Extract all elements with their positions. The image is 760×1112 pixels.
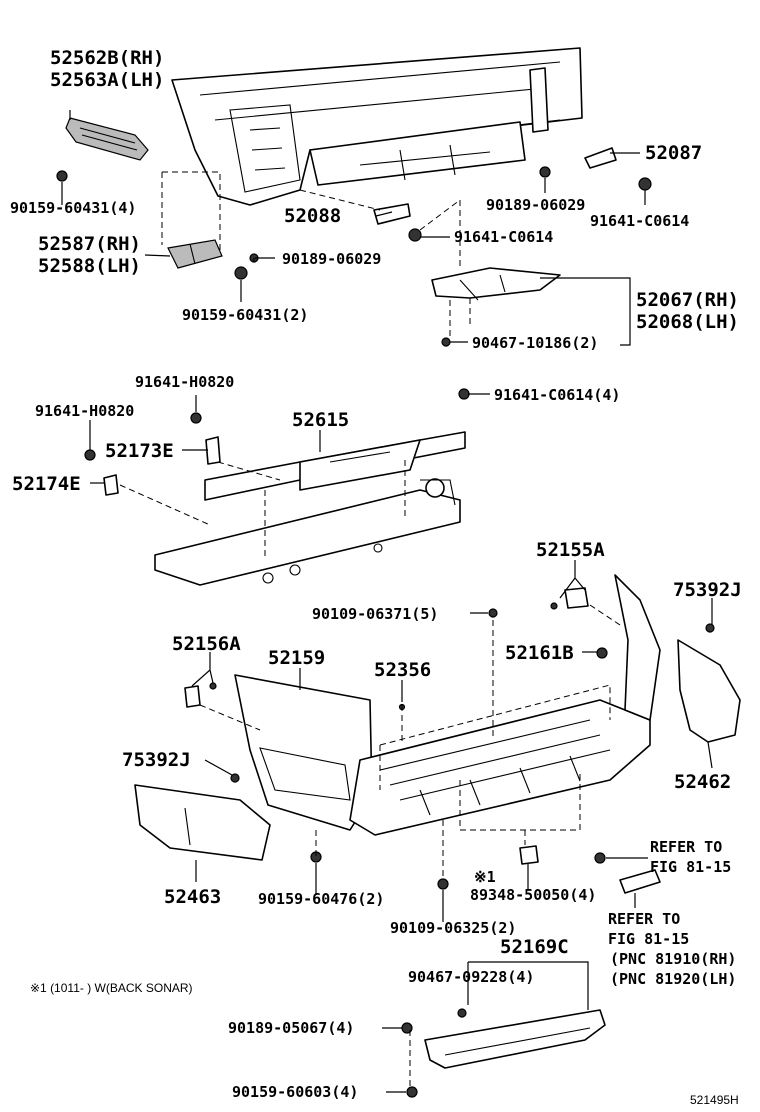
- label-90467-10186: 90467-10186(2): [472, 334, 598, 352]
- label-90159-60603: 90159-60603(4): [232, 1083, 358, 1101]
- label-52161b: 52161B: [505, 642, 574, 664]
- footnote: ※1 (1011- ) W(BACK SONAR): [30, 981, 193, 995]
- label-pnc-81910: (PNC 81910(RH): [610, 950, 736, 968]
- label-91641-h0820-a: 91641-H0820: [135, 373, 234, 391]
- part-52169c-step-pad: [424, 1009, 606, 1069]
- rear-body-frame: [171, 47, 583, 206]
- label-75392j-left: 75392J: [122, 749, 191, 771]
- leader-lines: [61, 110, 713, 1093]
- label-refer-1b: FIG 81-15: [650, 858, 731, 876]
- part-52462-corner-right: [677, 639, 741, 743]
- label-52588: 52588(LH): [38, 255, 141, 277]
- label-52087: 52087: [645, 142, 702, 164]
- part-52155a-bracket: [550, 587, 589, 610]
- nut-icon: [539, 166, 652, 191]
- label-52156a: 52156A: [172, 633, 241, 655]
- assembly-dashed-lines: [119, 171, 621, 1090]
- reflector-lamp: [594, 852, 661, 894]
- label-52356: 52356: [374, 659, 431, 681]
- label-52615: 52615: [292, 409, 349, 431]
- part-52463-corner-left: [134, 784, 271, 861]
- label-refer-1a: REFER TO: [650, 838, 722, 856]
- label-52169c: 52169C: [500, 936, 569, 958]
- label-52563a: 52563A(LH): [50, 69, 164, 91]
- label-90109-06325: 90109-06325(2): [390, 919, 516, 937]
- bolt-icon: [56, 170, 68, 182]
- label-mark-1: ※1: [474, 868, 496, 886]
- label-90159-60431-2: 90159-60431(2): [182, 306, 308, 324]
- clip-75392j-icon: [230, 623, 715, 783]
- diagram-id: 521495H: [690, 1093, 739, 1107]
- label-75392j-right: 75392J: [673, 579, 742, 601]
- part-52615-reinforcement: [204, 431, 466, 501]
- label-90109-06371: 90109-06371(5): [312, 605, 438, 623]
- label-90159-60431-4: 90159-60431(4): [10, 199, 136, 217]
- bolt-icon: [441, 337, 470, 400]
- bumper-beam: [154, 478, 461, 586]
- part-52173e-bracket: [205, 436, 221, 465]
- label-91641-c0614-4: 91641-C0614(4): [494, 386, 620, 404]
- rear-bumper-main: [349, 574, 661, 836]
- part-52174e-bracket: [103, 474, 119, 496]
- label-52155a: 52155A: [536, 539, 605, 561]
- label-refer-2a: REFER TO: [608, 910, 680, 928]
- label-91641-c0614-b: 91641-C0614: [590, 212, 689, 230]
- part-52161b-clip: [596, 647, 608, 659]
- label-52562b: 52562B(RH): [50, 47, 164, 69]
- nut-icon: [234, 253, 259, 280]
- label-52174e: 52174E: [12, 473, 81, 495]
- label-52463: 52463: [164, 886, 221, 908]
- label-52159: 52159: [268, 647, 325, 669]
- label-91641-h0820-b: 91641-H0820: [35, 402, 134, 420]
- sonar-sensor-clip: [519, 845, 539, 865]
- label-52068: 52068(LH): [636, 311, 739, 333]
- label-52462: 52462: [674, 771, 731, 793]
- label-pnc-81920: (PNC 81920(LH): [610, 970, 736, 988]
- nut-icon: [408, 228, 422, 242]
- part-52587-bracket: [167, 239, 223, 269]
- label-refer-2b: FIG 81-15: [608, 930, 689, 948]
- part-52088-bracket: [373, 203, 411, 225]
- part-labels: 52562B(RH) 52563A(LH) 90159-60431(4) 525…: [10, 47, 742, 1107]
- part-52087-bracket: [584, 147, 617, 169]
- label-91641-c0614-a: 91641-C0614: [454, 228, 553, 246]
- label-52088: 52088: [284, 205, 341, 227]
- label-89348-50050: 89348-50050(4): [470, 886, 596, 904]
- part-52156a-bracket: [184, 682, 217, 708]
- part-52562b-bracket: [65, 117, 149, 161]
- label-90189-05067: 90189-05067(4): [228, 1019, 354, 1037]
- label-90159-60476: 90159-60476(2): [258, 890, 384, 908]
- label-52067: 52067(RH): [636, 289, 739, 311]
- label-90467-09228: 90467-09228(4): [408, 968, 534, 986]
- label-90189-06029-b: 90189-06029: [486, 196, 585, 214]
- label-52587: 52587(RH): [38, 233, 141, 255]
- label-90189-06029-a: 90189-06029: [282, 250, 381, 268]
- label-52173e: 52173E: [105, 440, 174, 462]
- part-52067-bracket: [431, 267, 561, 340]
- part-52159-bumper-cover: [234, 674, 373, 831]
